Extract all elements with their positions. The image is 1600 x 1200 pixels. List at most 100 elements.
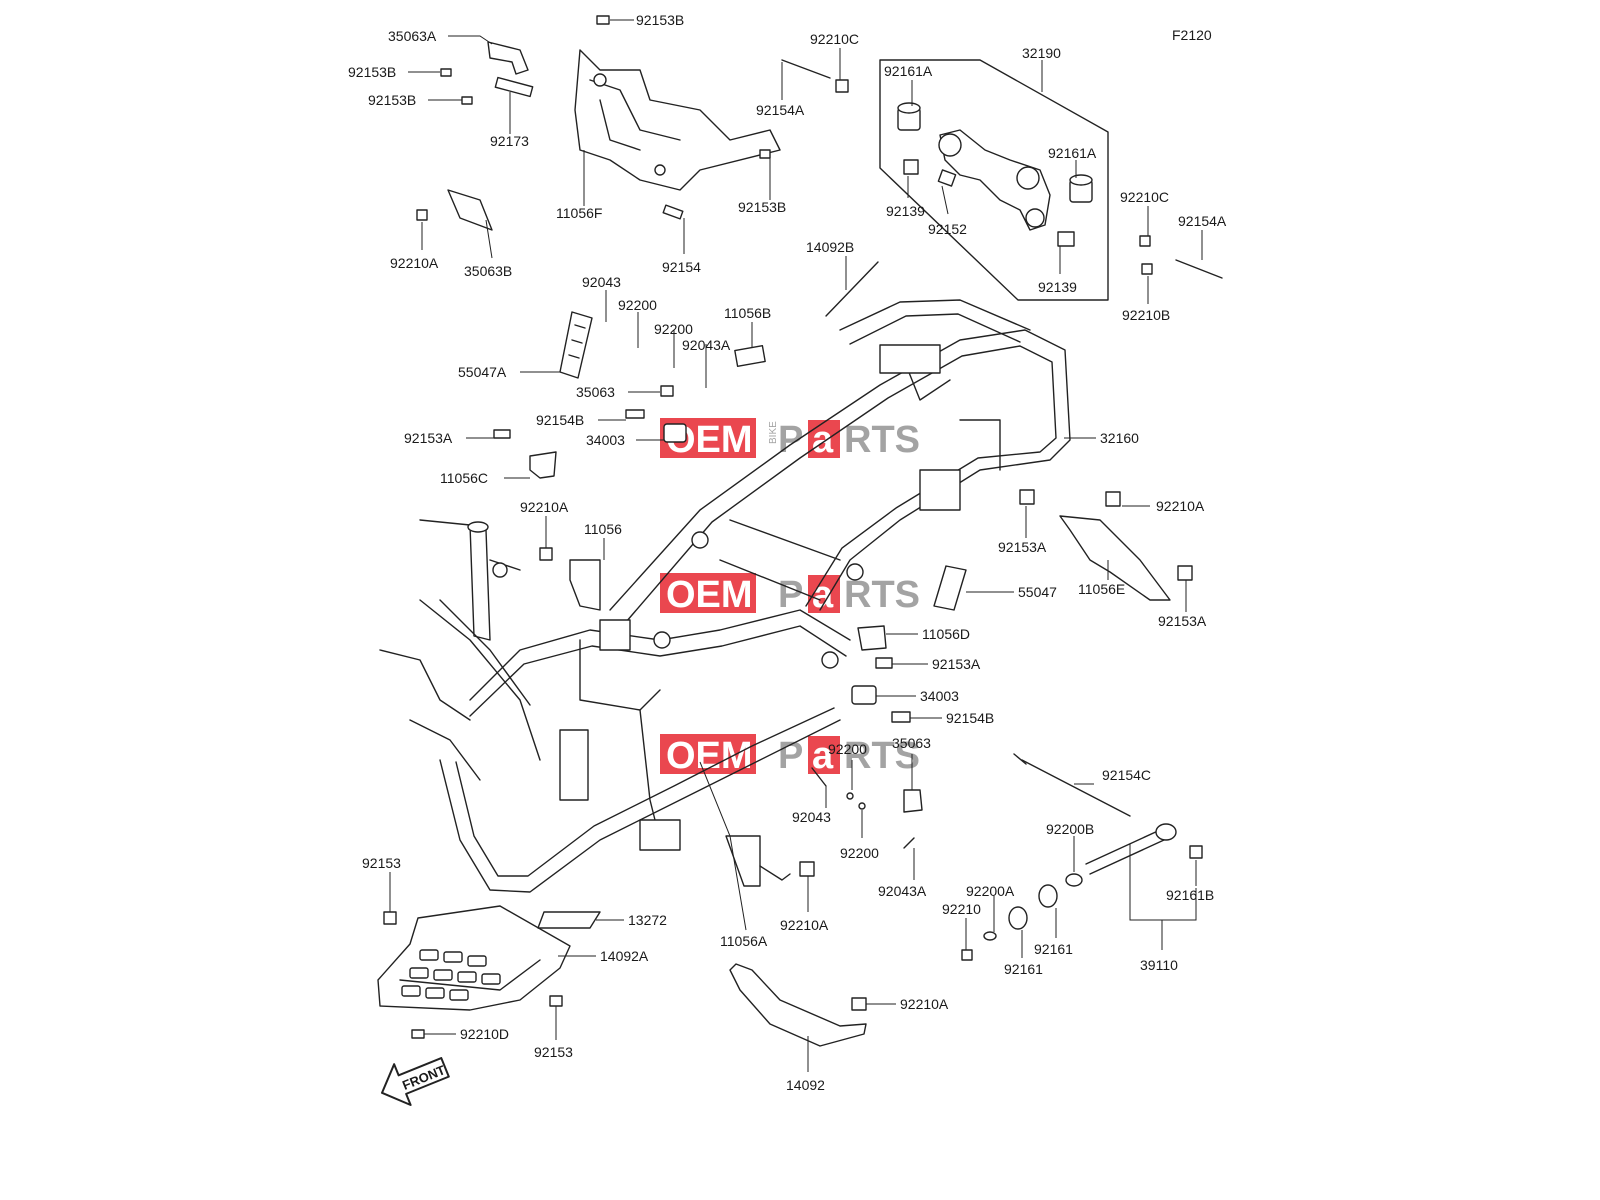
floor-grid xyxy=(401,949,501,1001)
callout: 92153 xyxy=(534,1044,573,1060)
watermark-p: P xyxy=(778,419,803,461)
callout: 39110 xyxy=(1140,957,1178,973)
watermark: OEM BIKE P a RTS OEM P a RTS OEM P a RTS xyxy=(660,418,920,777)
callout: 92210A xyxy=(520,499,569,515)
callout: 92043A xyxy=(878,883,927,899)
callout: 92139 xyxy=(1038,279,1077,295)
callout: 92161 xyxy=(1034,941,1073,957)
callout: 92043 xyxy=(792,809,831,825)
callout: 92154A xyxy=(1178,213,1227,229)
lower-middle-parts xyxy=(725,767,1203,961)
callout: 11056 xyxy=(584,521,622,537)
callout: 92200B xyxy=(1046,821,1094,837)
callout: 92153B xyxy=(368,92,416,108)
pad-55047A xyxy=(559,311,593,379)
callout: 92210A xyxy=(780,917,829,933)
callout: 11056A xyxy=(720,933,768,949)
callout: 92200 xyxy=(840,845,879,861)
callout: 92210 xyxy=(942,901,981,917)
callout: 92210A xyxy=(1156,498,1205,514)
callout: 11056D xyxy=(922,626,970,642)
callout: 14092A xyxy=(600,948,649,964)
watermark-bike: BIKE xyxy=(768,421,779,444)
callout: 92210C xyxy=(1120,189,1169,205)
small-hardware-top xyxy=(416,15,1223,317)
linkage-assembly-32190 xyxy=(879,59,1109,301)
watermark-rts: RTS xyxy=(844,574,920,616)
callout: 92152 xyxy=(928,221,967,237)
callout: 92161A xyxy=(1048,145,1097,161)
callout: 92043 xyxy=(582,274,621,290)
callout: 34003 xyxy=(920,688,959,704)
callout: 35063A xyxy=(388,28,437,44)
callout: 92153B xyxy=(348,64,396,80)
watermark-a-box xyxy=(808,420,840,458)
watermark-a: a xyxy=(812,574,834,616)
callout: 92200A xyxy=(966,883,1015,899)
diagram-code: F2120 xyxy=(1172,27,1212,43)
callout: 11056F xyxy=(556,205,602,221)
pad-13272 xyxy=(537,911,601,929)
callout: 92173 xyxy=(490,133,529,149)
bracket-11056F xyxy=(574,49,781,191)
callout: 11056C xyxy=(440,470,488,486)
callout: 32160 xyxy=(1100,430,1139,446)
left-middle-parts xyxy=(493,311,766,611)
watermark-oem: OEM xyxy=(666,735,753,777)
watermark-rts: RTS xyxy=(844,735,920,777)
callout: 92210D xyxy=(460,1026,509,1042)
callout: 92210A xyxy=(900,996,949,1012)
watermark-oem-box xyxy=(660,734,756,774)
callout: 92200 xyxy=(618,297,657,313)
callout: 92043A xyxy=(682,337,731,353)
callout: 35063 xyxy=(892,735,931,751)
front-arrow: FRONT xyxy=(380,1057,450,1106)
callout: 92153A xyxy=(932,656,981,672)
callout: 92153 xyxy=(362,855,401,871)
watermark-oem-box xyxy=(660,573,756,613)
callout: 11056E xyxy=(1078,581,1125,597)
callout: 92161A xyxy=(884,63,933,79)
callout: 14092B xyxy=(806,239,854,255)
callout: 92153A xyxy=(998,539,1047,555)
watermark-a-box xyxy=(808,736,840,774)
callout: 92200 xyxy=(654,321,693,337)
callout: 92139 xyxy=(886,203,925,219)
callout: 92161 xyxy=(1004,961,1043,977)
callout: 55047 xyxy=(1018,584,1057,600)
callout: 92154B xyxy=(536,412,584,428)
watermark-oem: OEM xyxy=(666,574,753,616)
callout-labels: 35063A 92153B 92153B 92153B 92173 11056F… xyxy=(348,12,1227,1093)
watermark-p: P xyxy=(778,574,803,616)
callout: 14092 xyxy=(786,1077,825,1093)
floor-panel-14092A xyxy=(377,905,601,1039)
leader-lines xyxy=(389,19,1203,1072)
watermark-rts: RTS xyxy=(844,419,920,461)
callout: 92154C xyxy=(1102,767,1151,783)
callout: 34003 xyxy=(586,432,625,448)
main-frame-32160 xyxy=(379,299,1071,893)
callout: 32190 xyxy=(1022,45,1061,61)
callout: 92200 xyxy=(828,741,867,757)
callout: 11056B xyxy=(724,305,771,321)
callout: 55047A xyxy=(458,364,507,380)
callout: 35063 xyxy=(576,384,615,400)
callout: 35063B xyxy=(464,263,512,279)
callout: 13272 xyxy=(628,912,667,928)
callout: 92153A xyxy=(404,430,453,446)
callout: 92154 xyxy=(662,259,701,275)
callout: 92210C xyxy=(810,31,859,47)
watermark-a: a xyxy=(812,419,834,461)
callout: 92161B xyxy=(1166,887,1214,903)
callout: 92153B xyxy=(738,199,786,215)
watermark-p: P xyxy=(778,735,803,777)
callout: 92210A xyxy=(390,255,439,271)
watermark-a: a xyxy=(812,735,834,777)
callout: 92154A xyxy=(756,102,805,118)
callout: 92210B xyxy=(1122,307,1170,323)
callout: 92153A xyxy=(1158,613,1207,629)
right-middle-parts xyxy=(851,489,1193,817)
bracket-14092 xyxy=(729,963,867,1047)
callout: 92154B xyxy=(946,710,994,726)
